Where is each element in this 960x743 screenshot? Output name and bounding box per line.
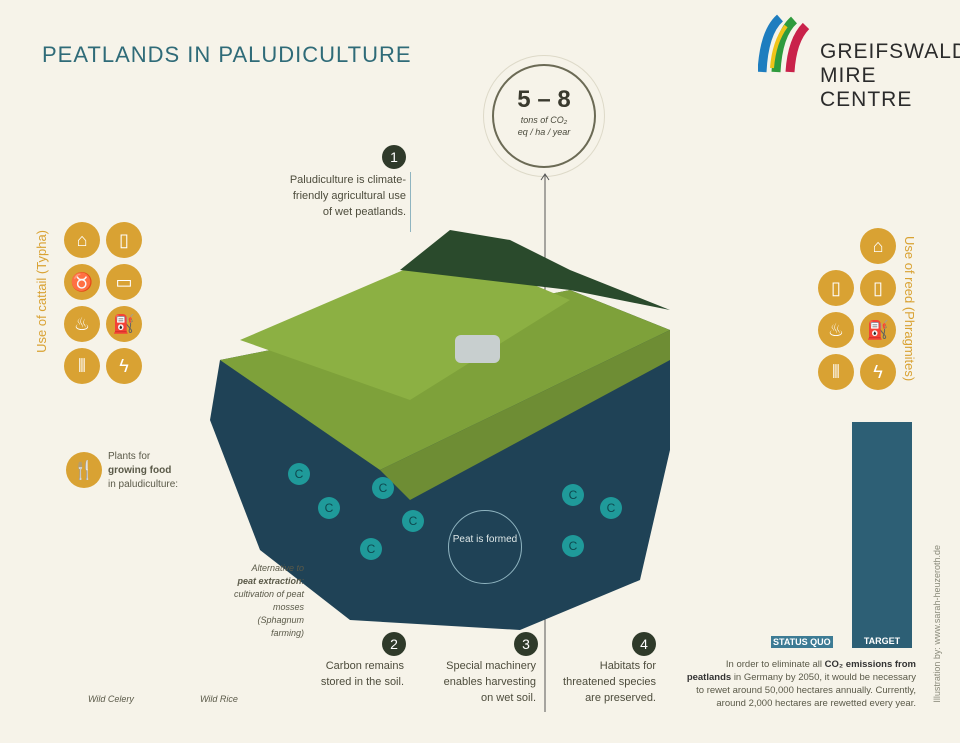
fuel-pump-icon: ⛽: [106, 306, 142, 342]
cattail-label: Use of cattail (Typha): [34, 230, 49, 353]
carbon-icon: C: [372, 477, 394, 499]
food-bold: growing food: [108, 465, 172, 476]
peat-bold: peat extraction: [237, 576, 302, 586]
page-title: PEATLANDS IN PALUDICULTURE: [42, 42, 412, 67]
co2-value: 5 – 8: [517, 86, 571, 113]
carbon-icon: C: [562, 484, 584, 506]
step-number: 2: [382, 632, 406, 656]
fork-knife-icon: 🍴: [66, 452, 102, 488]
carbon-icon: C: [600, 497, 622, 519]
cattail-uses: ⌂ ▯ ♉ ▭ ♨ ⛽ ⦀ ϟ: [64, 222, 148, 384]
step-text: Paludiculture is climate-friendly agricu…: [289, 174, 406, 218]
carbon-icon: C: [360, 538, 382, 560]
step-text: Special machinery enables harvesting on …: [443, 660, 536, 704]
co2-savings-circle: 5 – 8 tons of CO₂ eq / ha / year: [492, 64, 596, 168]
heating-icon: ♨: [64, 306, 100, 342]
step-number: 4: [632, 632, 656, 656]
reed-uses: ⌂ ▯ ▯ ♨ ⛽ ⦀ ϟ: [818, 228, 902, 390]
peat-formed-circle: Peat is formed: [448, 510, 522, 584]
logo-line: MIRE: [820, 64, 877, 87]
logo-mark-icon: [757, 12, 810, 74]
radiator-icon: ⦀: [818, 354, 854, 390]
peat-post: : cultivation of peat mosses (Sphagnum f…: [233, 576, 304, 638]
step-text: Habitats for threatened species are pres…: [563, 660, 656, 704]
peat-pre: Alternative to: [251, 563, 304, 573]
carbon-icon: C: [288, 463, 310, 485]
summary-bold: CO₂ emissions from peatlands: [686, 659, 916, 683]
food-post: in paludiculture:: [108, 479, 179, 490]
target-label: TARGET: [852, 634, 912, 648]
insulation-board-icon: ▭: [106, 264, 142, 300]
paper-icon: ▯: [106, 222, 142, 258]
heating-icon: ♨: [818, 312, 854, 348]
target-bar: [852, 422, 912, 634]
co2-unit: tons of CO₂: [520, 115, 568, 125]
peat-note: Alternative to peat extraction: cultivat…: [230, 562, 304, 640]
paper-icon: ▯: [818, 270, 854, 306]
paper-icon: ▯: [860, 270, 896, 306]
plant-label: Wild Rice: [200, 694, 238, 704]
animal-feed-icon: ♉: [64, 264, 100, 300]
step-number: 3: [514, 632, 538, 656]
food-pre: Plants for: [108, 451, 151, 462]
radiator-icon: ⦀: [64, 348, 100, 384]
lightning-icon: ϟ: [860, 354, 896, 390]
step-text: Carbon remains stored in the soil.: [320, 660, 404, 688]
status-quo-label: STATUS QUO: [771, 636, 833, 648]
building-icon: ⌂: [64, 222, 100, 258]
step-number: 1: [382, 145, 406, 169]
food-note: Plants for growing food in paludiculture…: [108, 450, 178, 492]
credit: Illustration by: www.sarah-heuzeroth.de: [932, 545, 942, 703]
lightning-icon: ϟ: [106, 348, 142, 384]
building-icon: ⌂: [860, 228, 896, 264]
carbon-icon: C: [562, 535, 584, 557]
summary-post: in Germany by 2050, it would be necessar…: [696, 672, 916, 709]
logo-line: CENTRE: [820, 88, 913, 111]
carbon-icon: C: [318, 497, 340, 519]
co2-unit: eq / ha / year: [517, 127, 571, 137]
reed-label: Use of reed (Phragmites): [902, 236, 917, 382]
logo-line: GREIFSWALD: [820, 40, 960, 63]
logo-text: GREIFSWALD MIRE CENTRE: [820, 40, 960, 112]
carbon-icon: C: [402, 510, 424, 532]
summary-pre: In order to eliminate all: [725, 659, 823, 670]
summary-text: In order to eliminate all CO₂ emissions …: [680, 658, 916, 710]
step-line: [410, 172, 411, 232]
fuel-pump-icon: ⛽: [860, 312, 896, 348]
plant-label: Wild Celery: [88, 694, 134, 704]
peatland-illustration: [210, 230, 670, 630]
